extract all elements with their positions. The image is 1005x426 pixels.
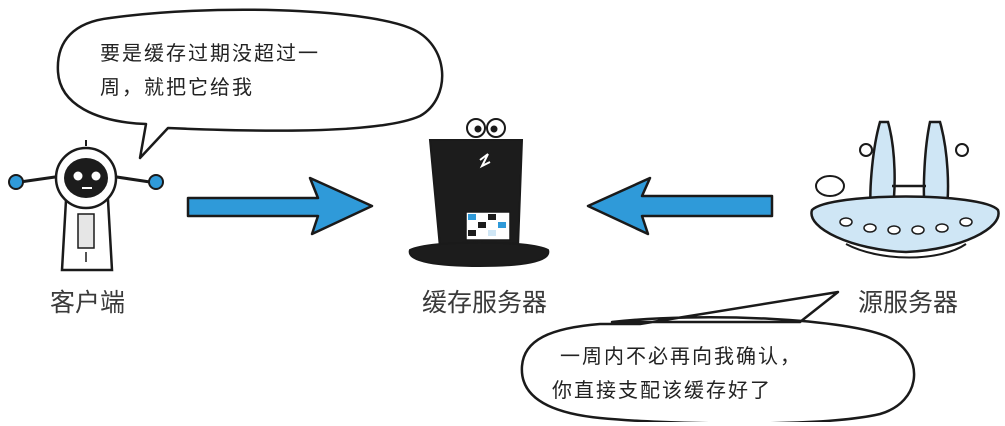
- cache-server-label: 缓存服务器: [422, 288, 548, 317]
- origin-bubble-line-1: 一周内不必再向我确认，: [560, 344, 802, 368]
- client-label: 客户端: [50, 288, 126, 317]
- origin-bubble-line-2: 你直接支配该缓存好了: [552, 378, 772, 402]
- top-hat-icon: [408, 118, 550, 268]
- robot-icon: [8, 140, 164, 272]
- arrow-client-to-cache: [186, 176, 374, 236]
- origin-server-label: 源服务器: [858, 288, 959, 317]
- client-speech-bubble: [56, 8, 444, 160]
- client-bubble-line-1: 要是缓存过期没超过一: [100, 41, 320, 65]
- ufo-icon: [810, 120, 1000, 259]
- arrow-origin-to-cache: [586, 176, 774, 236]
- client-bubble-line-2: 周，就把它给我: [100, 75, 254, 99]
